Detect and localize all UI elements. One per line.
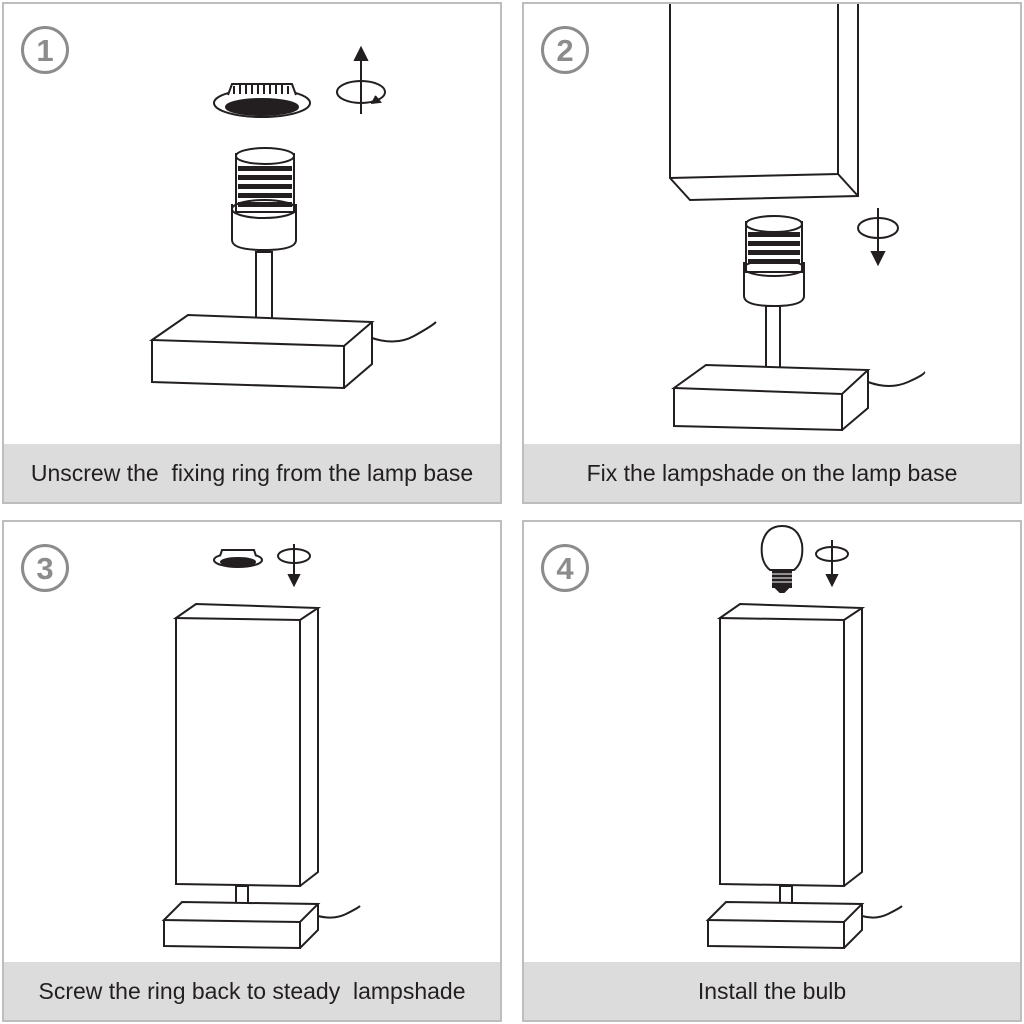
step-caption: Fix the lampshade on the lamp base — [524, 444, 1020, 502]
step-1-illustration — [4, 4, 500, 444]
step-panel-2: 2 — [522, 2, 1022, 504]
lamp-base-icon — [152, 315, 436, 388]
step-4-illustration — [524, 522, 1020, 962]
step-caption: Screw the ring back to steady lampshade — [4, 962, 500, 1020]
rotate-down-arrow-icon — [278, 544, 310, 585]
lamp-base-icon — [674, 365, 924, 430]
step-3-illustration — [4, 522, 500, 962]
lamp-socket-icon — [232, 148, 296, 250]
step-number-badge: 4 — [541, 544, 589, 592]
rotate-down-arrow-icon — [858, 208, 898, 264]
step-panel-4: 4 Install the bulb — [522, 520, 1022, 1022]
lampshade-icon — [176, 604, 318, 886]
lamp-base-icon — [164, 902, 360, 948]
lamp-socket-icon — [744, 216, 804, 306]
step-panel-1: 1 — [2, 2, 502, 504]
lampshade-icon — [720, 604, 862, 886]
rotate-down-arrow-icon — [816, 540, 848, 585]
lampshade-icon — [670, 4, 858, 200]
step-panel-3: 3 Screw the ring back to steady lampshad… — [2, 520, 502, 1022]
step-number-badge: 3 — [21, 544, 69, 592]
step-number-badge: 1 — [21, 26, 69, 74]
step-caption: Install the bulb — [524, 962, 1020, 1020]
fixing-ring-icon — [214, 550, 262, 567]
step-caption: Unscrew the fixing ring from the lamp ba… — [4, 444, 500, 502]
fixing-ring-icon — [214, 84, 310, 117]
light-bulb-icon — [762, 526, 803, 592]
rotate-up-arrow-icon — [337, 48, 385, 114]
lamp-base-icon — [708, 902, 902, 948]
step-2-illustration — [524, 4, 1020, 444]
step-number-badge: 2 — [541, 26, 589, 74]
